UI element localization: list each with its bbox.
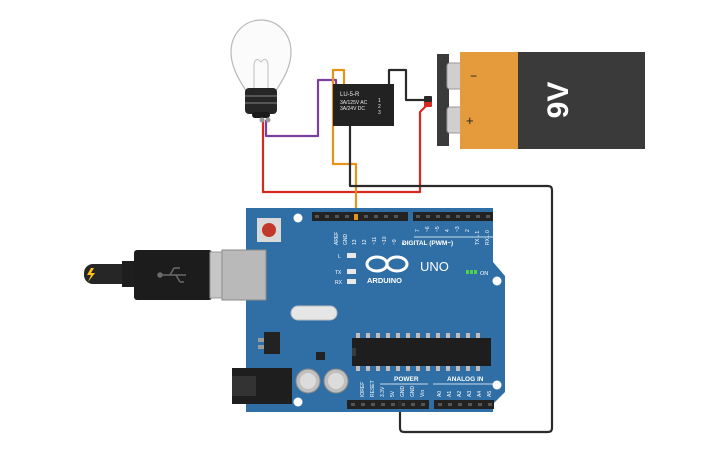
led-label-rx: RX <box>335 280 343 286</box>
pin-label-3v3: 3.3V <box>380 386 386 397</box>
pin-label-vin: Vin <box>420 390 426 397</box>
light-bulb[interactable] <box>230 19 292 123</box>
arduino-brand: ARDUINO <box>367 276 402 285</box>
wire-endpoints <box>354 96 432 407</box>
mounting-hole <box>293 213 303 223</box>
led-rx <box>347 279 356 284</box>
relay-pin-3: 3 <box>378 110 381 116</box>
pin-label-5: ~5 <box>435 226 441 232</box>
bulb-glass <box>230 19 292 93</box>
battery-label-black <box>518 52 645 149</box>
pin-label-rx0: RX←0 <box>485 230 491 245</box>
pin-label-8: 8 <box>402 242 408 245</box>
microcontroller-chip <box>352 338 491 366</box>
wire-purple[interactable] <box>264 78 338 138</box>
pin-label-7: 7 <box>415 229 421 232</box>
pin-label-gnd-2: GND <box>410 386 416 398</box>
pin-label-11: ~11 <box>372 237 378 245</box>
pin-label-a2: A2 <box>457 391 463 397</box>
led-l <box>347 253 356 258</box>
relay-model: LU-5-R <box>340 92 360 98</box>
usb-b-port <box>221 249 267 301</box>
led-label-tx: TX <box>335 270 342 276</box>
relay-pin-1: 1 <box>378 98 381 104</box>
arduino-uno[interactable]: AREF GND 13 12 ~11 ~10 ~9 8 7 ~6 ~5 4 ~3… <box>221 208 505 412</box>
digital-header-left[interactable] <box>312 212 408 221</box>
pin-label-tx1: TX→1 <box>475 231 481 245</box>
relay[interactable]: LU-5-R 3A/125V AC 3A/24V DC 1 2 3 <box>333 84 394 126</box>
wire-black-gnd[interactable] <box>348 124 554 434</box>
wire-black-relay-battery[interactable] <box>387 68 430 102</box>
reset-button[interactable] <box>262 223 276 237</box>
pin-label-13: 13 <box>352 239 358 245</box>
mounting-hole <box>293 397 303 407</box>
battery-terminal-cap <box>437 54 449 146</box>
pin-label-reset: RESET <box>370 380 376 397</box>
battery-label-orange <box>460 52 518 149</box>
pin-label-aref: AREF <box>334 232 340 245</box>
pin-label-5v: 5V <box>390 390 396 397</box>
crystal-oscillator <box>290 305 338 321</box>
pin-label-6: ~6 <box>425 226 431 232</box>
relay-pin-2: 2 <box>378 104 381 110</box>
pin-label-a3: A3 <box>467 391 473 397</box>
relay-rating-dc: 3A/24V DC <box>340 106 365 112</box>
bulb-terminal-2[interactable] <box>265 117 271 123</box>
pin-label-12: 12 <box>362 239 368 245</box>
pin-label-4: 4 <box>445 229 451 232</box>
mounting-hole <box>492 380 502 390</box>
battery-neg-symbol: − <box>470 69 477 83</box>
led-on <box>466 270 469 274</box>
bulb-terminal-1[interactable] <box>259 117 265 123</box>
arduino-model: UNO <box>420 259 449 274</box>
mounting-hole <box>492 276 502 286</box>
power-label: POWER <box>394 376 419 383</box>
bulb-base <box>245 88 277 114</box>
analog-label: ANALOG IN <box>447 376 484 383</box>
usb-cable[interactable] <box>84 250 241 300</box>
pin-label-a1: A1 <box>447 391 453 397</box>
on-label: ON <box>480 271 488 277</box>
relay-rating-ac: 3A/125V AC <box>340 100 368 106</box>
led-label-l: L <box>338 254 341 260</box>
usb-lightning-icon <box>87 268 95 282</box>
usb-symbol-icon <box>157 267 186 283</box>
pin-label-a5: A5 <box>487 391 493 397</box>
power-header[interactable] <box>347 400 429 409</box>
wire-red[interactable] <box>261 103 429 194</box>
pin-label-10: ~10 <box>382 236 388 245</box>
battery-9v[interactable]: − + 9V <box>437 52 645 149</box>
digital-pin-holes <box>315 215 490 218</box>
analog-header[interactable] <box>434 400 494 409</box>
usb-cable-cord <box>84 264 130 284</box>
bulb-tip <box>252 112 270 118</box>
pin-label-9: ~9 <box>392 239 398 245</box>
battery-voltage: 9V <box>542 82 575 119</box>
digital-header-label: DIGITAL (PWM~) <box>402 240 453 247</box>
arduino-infinity-logo <box>365 255 409 273</box>
chip-pins <box>356 333 480 371</box>
bottom-pin-holes <box>351 403 492 406</box>
bulb-filament <box>253 58 269 90</box>
voltage-regulator <box>264 332 280 354</box>
pin-label-gnd: GND <box>343 234 349 246</box>
pin-label-3: ~3 <box>455 226 461 232</box>
pin-label-2: 2 <box>465 229 471 232</box>
pin-label-ioref: IOREF <box>360 382 366 397</box>
relay-body <box>333 84 394 126</box>
pin-label-a0: A0 <box>437 391 443 397</box>
battery-pos-symbol: + <box>466 113 474 128</box>
digital-header-right[interactable] <box>413 212 493 221</box>
pin-label-a4: A4 <box>477 391 483 397</box>
smd-component <box>316 352 325 360</box>
led-tx <box>347 269 356 274</box>
pin-label-gnd-1: GND <box>400 386 406 398</box>
